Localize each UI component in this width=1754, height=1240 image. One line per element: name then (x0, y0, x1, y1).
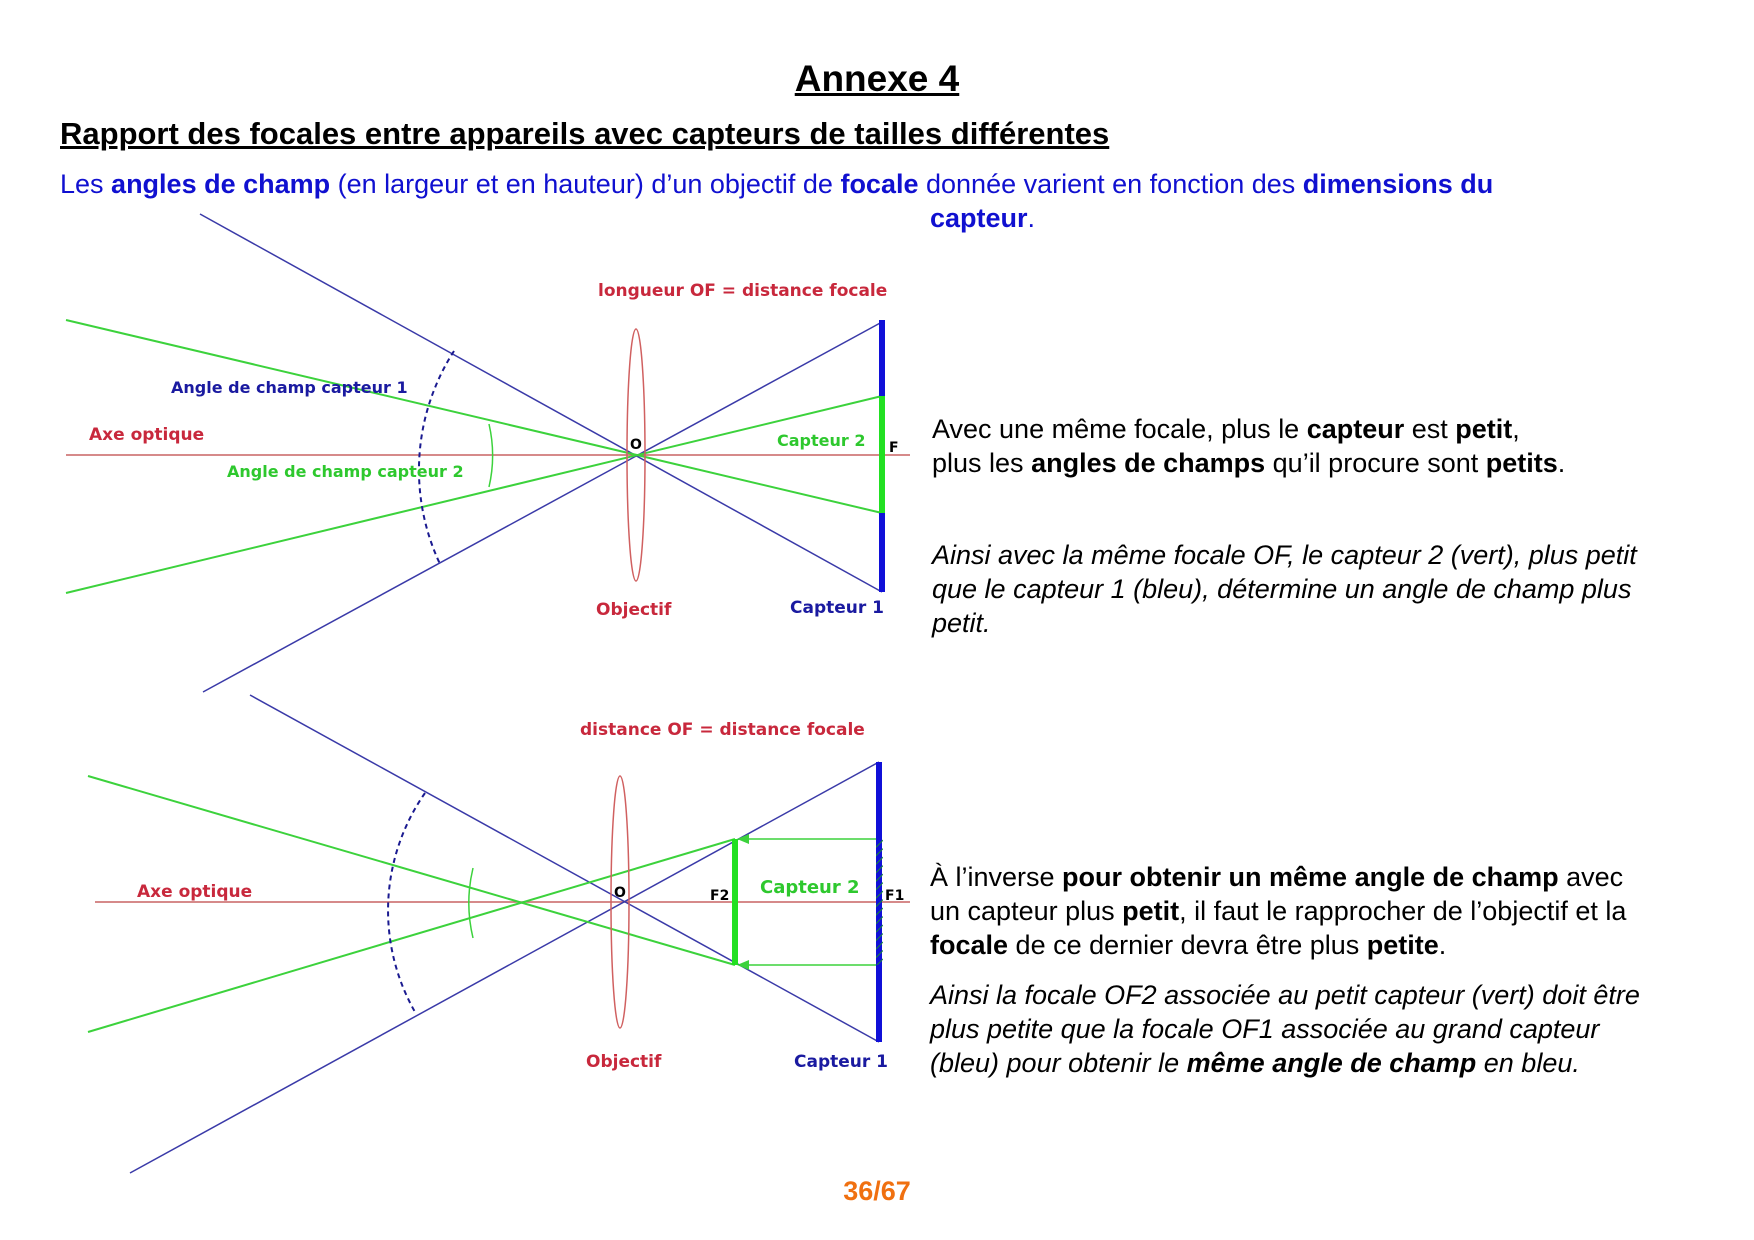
focal-length-label: longueur OF = distance focale (598, 281, 887, 301)
intro-text: donnée varient en fonction des (918, 169, 1303, 199)
text-run: . (1438, 930, 1447, 960)
focus-point-label: F (889, 440, 899, 456)
intro-bold: capteur (930, 203, 1028, 233)
intro-text: . (1027, 203, 1036, 233)
field-line-sensor1 (199, 213, 883, 593)
text-line: focale de ce dernier devra être plus pet… (930, 928, 1626, 962)
text-run: plus les (932, 448, 1032, 478)
diagram-same-focal: longueur OF = distance focale Angle de c… (65, 213, 910, 693)
focus-point-f1-label: F1 (885, 888, 904, 904)
text-line: (bleu) pour obtenir le même angle de cha… (930, 1046, 1640, 1080)
text-bold: petite (1366, 930, 1439, 960)
sensor1-label: Capteur 1 (790, 598, 884, 618)
text-block-example-1: Ainsi avec la même focale OF, le capteur… (932, 538, 1637, 640)
text-run: . (1557, 448, 1566, 478)
text-run: en bleu. (1476, 1048, 1580, 1078)
intro-bold: angles de champ (111, 169, 331, 199)
lens-objective (626, 328, 646, 582)
text-bold: focale (930, 930, 1009, 960)
sensor1-label: Capteur 1 (794, 1052, 888, 1072)
text-line: plus petite que la focale OF1 associée a… (930, 1014, 1600, 1044)
text-line: Avec une même focale, plus le capteur es… (932, 412, 1565, 446)
center-point-label: O (630, 437, 642, 453)
text-run: est (1404, 414, 1456, 444)
intro-paragraph: Les angles de champ (en largeur et en ha… (60, 167, 1700, 235)
field-line-sensor1 (249, 694, 880, 1043)
angle-arc-sensor2 (468, 867, 474, 939)
lens-objective (610, 775, 630, 1029)
field-line-sensor1 (129, 761, 880, 1174)
text-run: , il faut le rapprocher de l’objectif et… (1179, 896, 1627, 926)
text-line: Ainsi la focale OF2 associée au petit ca… (930, 980, 1640, 1010)
field-line-sensor1 (202, 321, 883, 693)
text-line: À l’inverse pour obtenir un même angle d… (930, 860, 1626, 894)
text-bold: angles de champs (1031, 448, 1266, 478)
text-line: petit. (932, 608, 991, 638)
text-run: un capteur plus (930, 896, 1123, 926)
angle-arc-sensor1 (387, 792, 426, 1013)
angle-arc-sensor2 (488, 423, 494, 488)
intro-bold: dimensions du (1302, 169, 1494, 199)
text-line: que le capteur 1 (bleu), détermine un an… (932, 574, 1632, 604)
text-run: Avec une même focale, plus le (932, 414, 1307, 444)
optical-axis-label: Axe optique (137, 882, 252, 902)
text-block-example-2: Ainsi la focale OF2 associée au petit ca… (930, 978, 1640, 1080)
field-line-sensor2 (65, 395, 883, 594)
text-bold: pour obtenir un même angle de champ (1062, 862, 1559, 892)
sensor2-label: Capteur 2 (760, 877, 860, 898)
text-run: de ce dernier devra être plus (1008, 930, 1367, 960)
text-bold: même angle de champ (1186, 1048, 1477, 1078)
text-bold: petit (1455, 414, 1513, 444)
optical-axis-label: Axe optique (89, 425, 204, 445)
text-run: avec (1558, 862, 1624, 892)
lens-label: Objectif (596, 600, 672, 620)
angle-sensor1-label: Angle de champ capteur 1 (171, 378, 408, 397)
arrow-head (737, 960, 749, 970)
text-bold: capteur (1306, 414, 1405, 444)
text-block-same-angle: À l’inverse pour obtenir un même angle d… (930, 860, 1626, 962)
text-run: qu’il procure sont (1265, 448, 1486, 478)
page-title: Annexe 4 (794, 58, 960, 99)
text-run: , (1512, 414, 1520, 444)
text-bold: petits (1485, 448, 1558, 478)
intro-text: Les (60, 169, 112, 199)
text-bold: petit (1122, 896, 1180, 926)
focal-distance-label: distance OF = distance focale (580, 720, 865, 740)
text-line: plus les angles de champs qu’il procure … (932, 446, 1565, 480)
arrow-head (737, 834, 749, 844)
angle-sensor2-label: Angle de champ capteur 2 (227, 462, 464, 481)
section-subtitle: Rapport des focales entre appareils avec… (60, 116, 1110, 151)
sensor2-old-position (876, 839, 883, 965)
text-run: (bleu) pour obtenir le (930, 1048, 1187, 1078)
text-line: Ainsi avec la même focale OF, le capteur… (932, 540, 1637, 570)
text-line: un capteur plus petit, il faut le rappro… (930, 894, 1626, 928)
focus-point-f2-label: F2 (710, 888, 729, 904)
lens-label: Objectif (586, 1052, 662, 1072)
sensor2-label: Capteur 2 (777, 431, 865, 450)
field-line-sensor2 (87, 775, 736, 966)
field-line-sensor2 (87, 838, 736, 1033)
text-run: À l’inverse (930, 862, 1063, 892)
diagram-same-angle: distance OF = distance focale Axe optiqu… (87, 694, 910, 1174)
angle-arc-sensor1 (417, 350, 455, 565)
field-line-sensor2 (65, 319, 883, 514)
intro-bold: focale (840, 169, 919, 199)
text-block-same-focal: Avec une même focale, plus le capteur es… (932, 412, 1565, 480)
page-number: 36/67 (843, 1176, 911, 1206)
intro-line-2: capteur. (60, 201, 1700, 235)
center-point-label: O (614, 885, 626, 901)
intro-text: (en largeur et en hauteur) d’un objectif… (330, 169, 841, 199)
